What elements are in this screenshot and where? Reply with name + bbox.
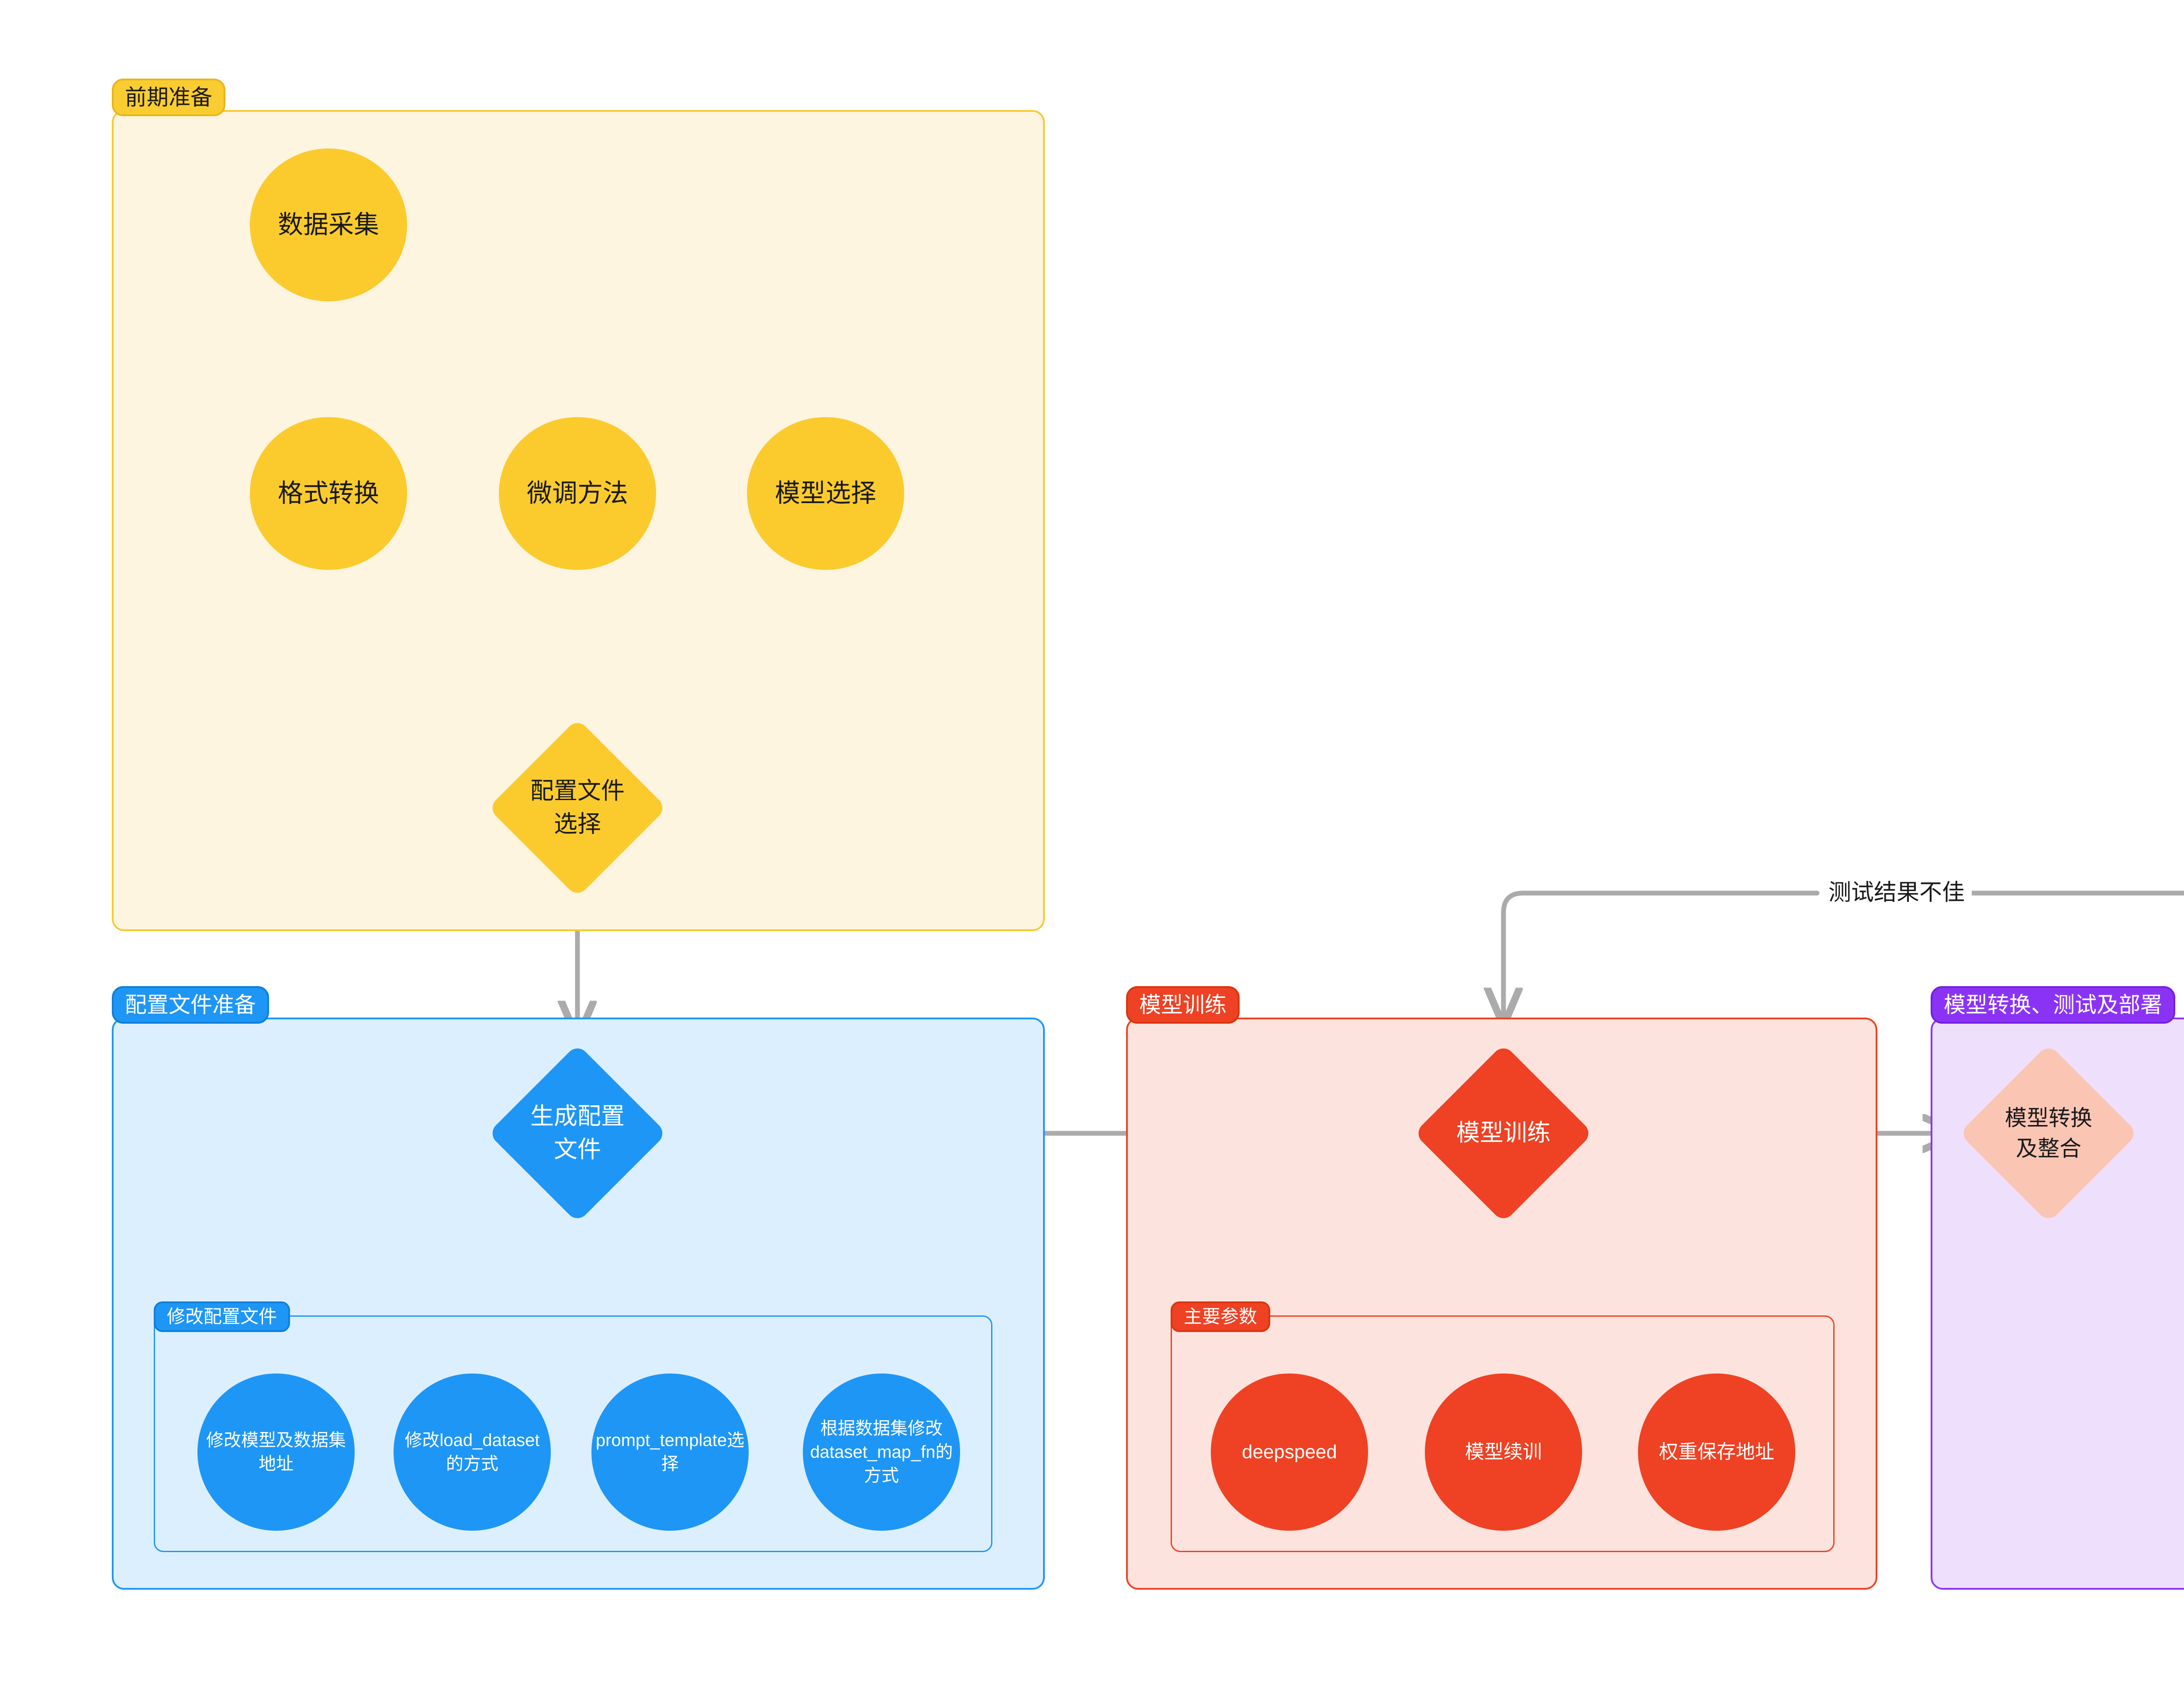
group-training-label-text: 模型训练 xyxy=(1139,993,1227,1017)
group-prep-label: 前期准备 xyxy=(112,79,225,116)
group-config-label-text: 配置文件准备 xyxy=(125,993,256,1017)
group-training-label: 模型训练 xyxy=(1126,986,1240,1024)
group-deploy-label-text: 模型转换、测试及部署 xyxy=(1944,993,2162,1017)
node-continue-training-label: 模型续训 xyxy=(1465,1441,1542,1463)
node-weight-save-path-label: 权重保存地址 xyxy=(1659,1441,1774,1463)
node-model-convert-merge-line2: 及整合 xyxy=(2016,1136,2081,1161)
node-model-convert-merge-label: 模型转换 及整合 xyxy=(1985,1070,2112,1197)
group-training-sub xyxy=(1171,1315,1835,1552)
group-training-sub-label-text: 主要参数 xyxy=(1184,1306,1258,1327)
edge-label-retry-loop-text: 测试结果不佳 xyxy=(1828,880,1965,905)
node-model-training-label: 模型训练 xyxy=(1440,1070,1567,1197)
node-model-training-text: 模型训练 xyxy=(1456,1120,1551,1146)
group-config-label: 配置文件准备 xyxy=(112,986,269,1024)
node-model-select-label: 模型选择 xyxy=(774,479,876,507)
node-weight-save-path[interactable]: 权重保存地址 xyxy=(1638,1374,1795,1531)
node-edit-model-dataset-path-label: 修改模型及数据集地址 xyxy=(206,1431,346,1474)
node-edit-model-dataset-path[interactable]: 修改模型及数据集地址 xyxy=(197,1374,355,1531)
group-config-sub-label-text: 修改配置文件 xyxy=(167,1306,277,1327)
node-config-choice-label: 配置文件 选择 xyxy=(514,745,641,871)
node-generate-config[interactable]: 生成配置 文件 xyxy=(487,1043,667,1223)
group-training-sub-label: 主要参数 xyxy=(1171,1301,1271,1332)
node-model-convert-merge-line1: 模型转换 xyxy=(2005,1106,2092,1130)
node-edit-dataset-map-fn[interactable]: 根据数据集修改dataset_map_fn的方式 xyxy=(803,1374,960,1531)
node-edit-load-dataset-label: 修改load_dataset的方式 xyxy=(404,1431,540,1474)
node-generate-config-line1: 生成配置 xyxy=(530,1103,625,1130)
edge-label-retry-loop: 测试结果不佳 xyxy=(1821,880,1972,906)
node-edit-dataset-map-fn-label: 根据数据集修改dataset_map_fn的方式 xyxy=(810,1419,953,1485)
node-config-choice-line1: 配置文件 xyxy=(530,778,625,804)
node-model-convert-merge[interactable]: 模型转换 及整合 xyxy=(1959,1043,2139,1223)
node-model-select[interactable]: 模型选择 xyxy=(747,417,904,570)
node-generate-config-line2: 文件 xyxy=(554,1136,601,1163)
node-prompt-template-select-label: prompt_template选择 xyxy=(595,1431,745,1474)
group-deploy-label: 模型转换、测试及部署 xyxy=(1931,986,2175,1024)
node-finetune-method[interactable]: 微调方法 xyxy=(499,417,656,570)
group-config-sub-label: 修改配置文件 xyxy=(154,1301,290,1332)
node-deepspeed[interactable]: deepspeed xyxy=(1211,1374,1368,1531)
node-generate-config-label: 生成配置 文件 xyxy=(514,1070,641,1197)
node-data-collect-label: 数据采集 xyxy=(277,210,379,239)
node-config-choice-line2: 选择 xyxy=(554,811,601,837)
node-continue-training[interactable]: 模型续训 xyxy=(1425,1374,1582,1531)
node-data-collect[interactable]: 数据采集 xyxy=(250,148,407,301)
node-edit-load-dataset[interactable]: 修改load_dataset的方式 xyxy=(394,1374,551,1531)
node-finetune-method-label: 微调方法 xyxy=(526,479,628,507)
node-model-training[interactable]: 模型训练 xyxy=(1413,1043,1593,1223)
node-prompt-template-select[interactable]: prompt_template选择 xyxy=(591,1374,749,1531)
node-config-choice[interactable]: 配置文件 选择 xyxy=(487,718,667,898)
group-config-sub xyxy=(154,1315,992,1552)
node-format-convert[interactable]: 格式转换 xyxy=(250,417,407,570)
node-deepspeed-label: deepspeed xyxy=(1242,1441,1337,1463)
group-prep-label-text: 前期准备 xyxy=(125,85,212,110)
node-format-convert-label: 格式转换 xyxy=(277,479,379,507)
